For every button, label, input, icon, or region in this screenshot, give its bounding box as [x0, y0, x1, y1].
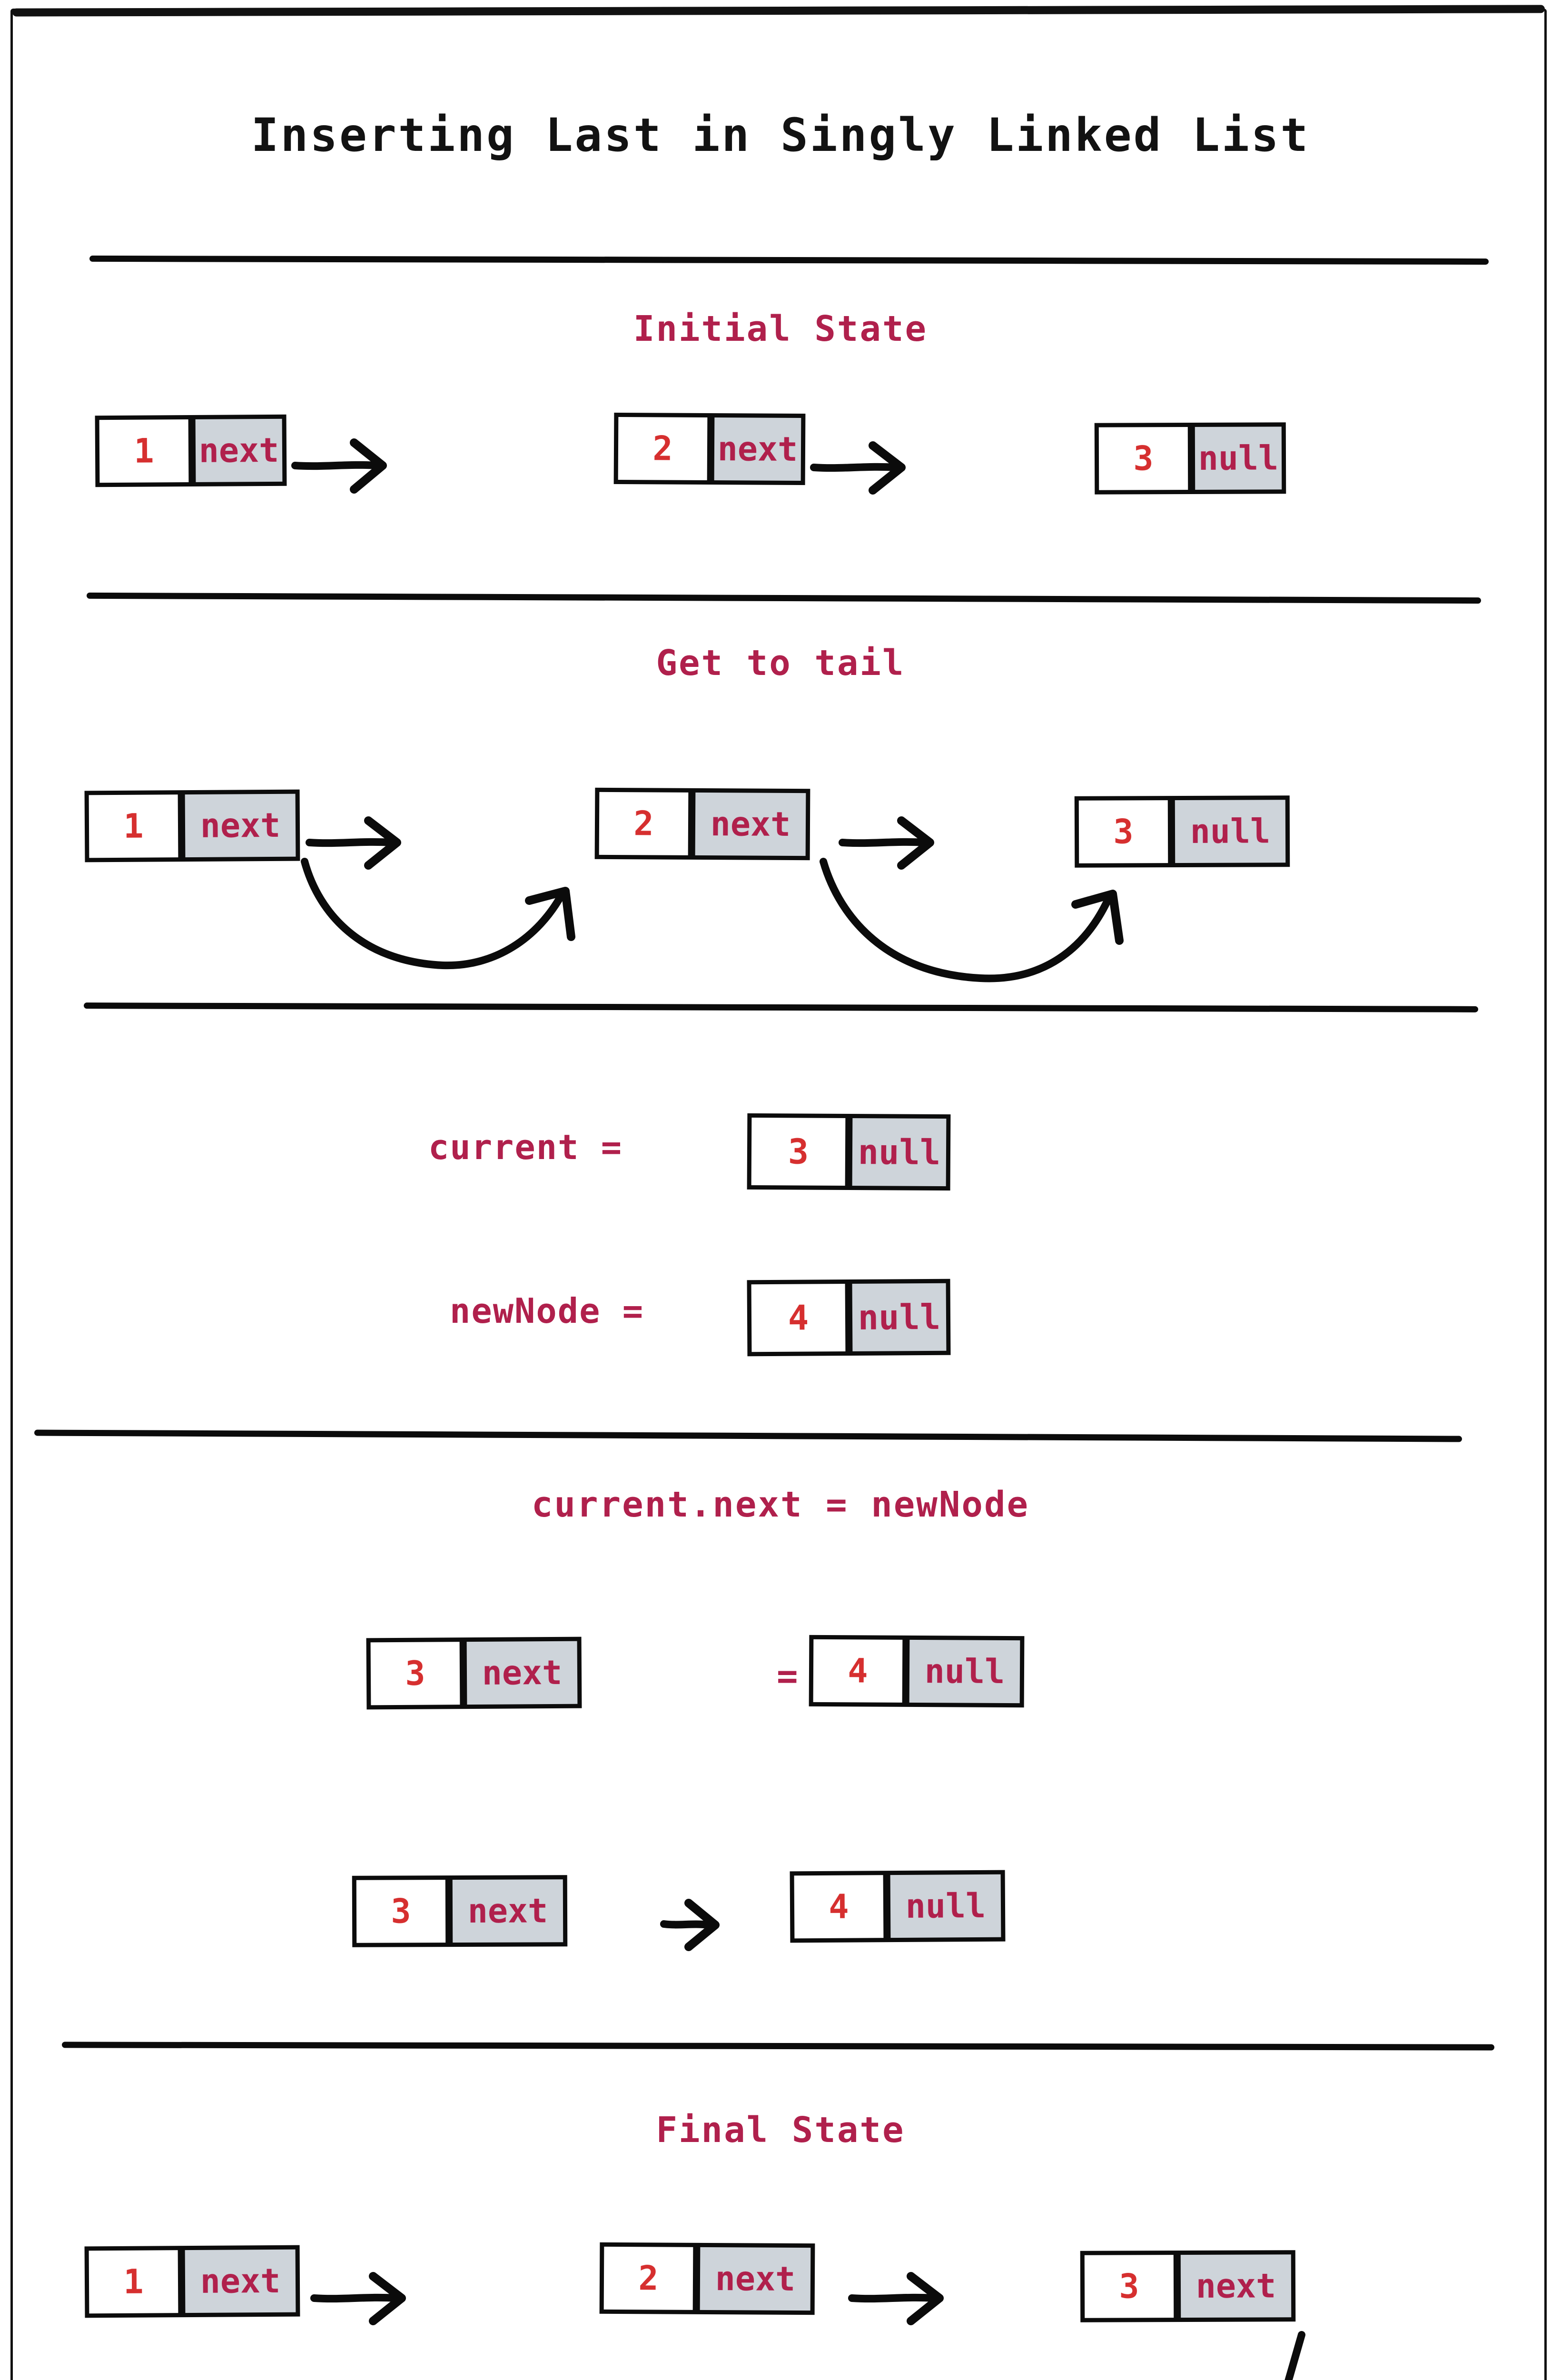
node-value: 4 [790, 1871, 888, 1943]
node-value: 3 [366, 1637, 464, 1710]
node-pointer: next [180, 789, 300, 862]
node-pointer: null [905, 1635, 1025, 1708]
node-initial-2: 2 next [613, 412, 806, 486]
node-value: 1 [84, 2246, 183, 2318]
node-pointer: null [1170, 795, 1290, 868]
node-result-4: 4 null [790, 1870, 1006, 1943]
node-value: 3 [1094, 422, 1193, 495]
heading-initial-state: Initial State [633, 308, 928, 349]
node-pointer: null [1190, 422, 1286, 494]
node-value: 3 [1080, 2251, 1178, 2322]
node-value: 2 [599, 2242, 698, 2314]
node-value: 3 [352, 1875, 450, 1947]
heading-final-state: Final State [656, 2110, 905, 2151]
node-pointer: next [710, 413, 806, 486]
node-value: 2 [594, 787, 693, 860]
node-pointer: null [848, 1279, 951, 1356]
node-pointer: next [691, 788, 810, 861]
node-initial-3: 3 null [1094, 422, 1286, 495]
node-pointer: next [180, 2245, 300, 2318]
node-pointer: null [886, 1870, 1006, 1943]
node-result-3: 3 next [352, 1875, 568, 1947]
node-equation-left: 3 next [366, 1636, 582, 1710]
node-current: 3 null [747, 1113, 951, 1191]
equals-sign: = [777, 1656, 798, 1696]
node-value: 4 [809, 1635, 907, 1707]
node-final-3: 3 next [1080, 2250, 1296, 2322]
node-value: 1 [95, 415, 193, 487]
label-newnode: newNode = [450, 1291, 644, 1331]
node-value: 1 [84, 790, 183, 863]
node-value: 3 [1074, 796, 1173, 868]
node-tail-3: 3 null [1074, 795, 1290, 868]
node-value: 2 [613, 412, 712, 485]
node-final-2: 2 next [599, 2242, 815, 2315]
node-pointer: next [191, 414, 287, 486]
node-initial-1: 1 next [95, 414, 287, 487]
label-current: current = [428, 1127, 623, 1167]
node-pointer: next [448, 1875, 568, 1947]
page-title: Inserting Last in Singly Linked List [251, 109, 1310, 162]
node-value: 3 [747, 1113, 850, 1190]
node-tail-1: 1 next [84, 789, 300, 863]
heading-get-to-tail: Get to tail [656, 643, 905, 684]
node-pointer: next [695, 2242, 815, 2315]
node-equation-right: 4 null [809, 1635, 1025, 1708]
node-pointer: next [1176, 2250, 1296, 2322]
node-final-1: 1 next [84, 2245, 300, 2318]
node-pointer: null [848, 1113, 951, 1191]
node-value: 4 [747, 1279, 850, 1357]
outer-frame [10, 9, 1547, 2380]
node-pointer: next [462, 1636, 582, 1709]
node-newnode: 4 null [747, 1279, 951, 1357]
heading-link-step: current.next = newNode [531, 1484, 1030, 1525]
node-tail-2: 2 next [594, 787, 810, 861]
